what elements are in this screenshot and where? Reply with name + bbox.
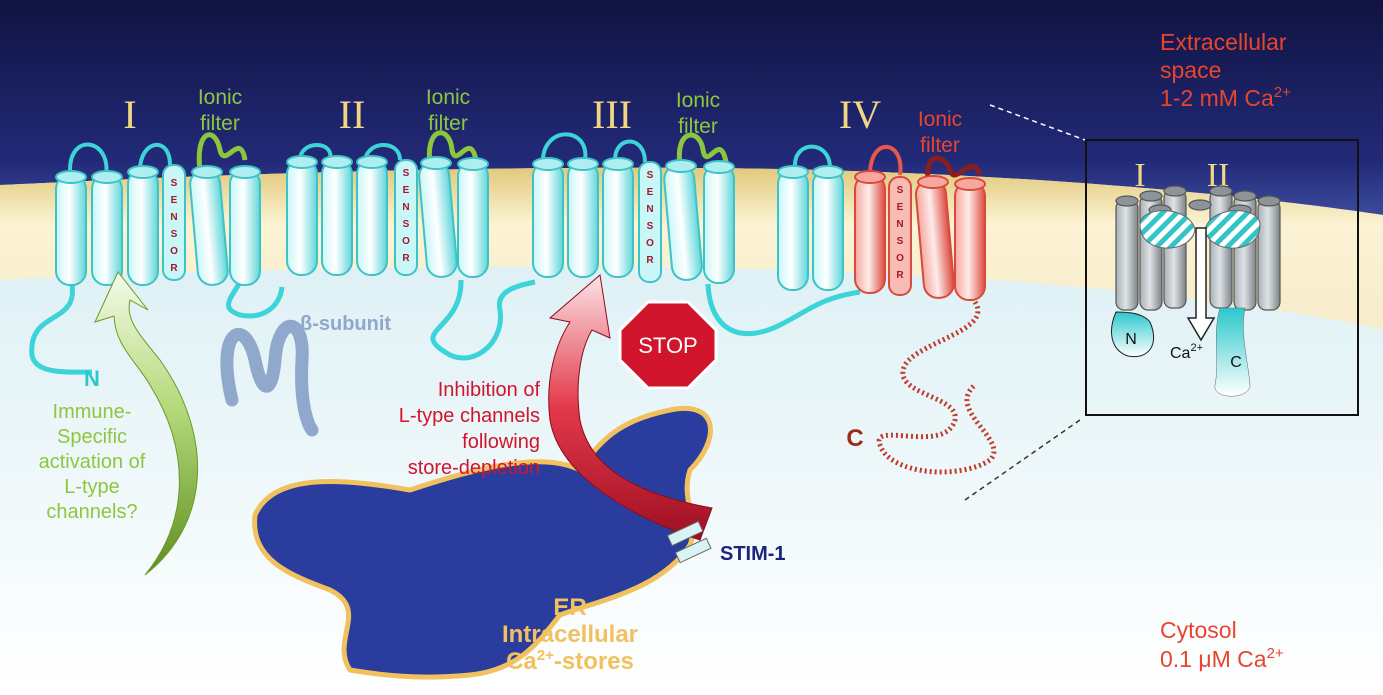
loop-iii-iv: [705, 283, 861, 336]
svg-text:Inhibition of: Inhibition of: [438, 379, 541, 401]
ionic-filter-loop-iv: [925, 155, 983, 181]
svg-text:Ca2+-stores: Ca2+-stores: [506, 647, 634, 675]
ionic-filter-label-iii-line2: filter: [678, 115, 718, 138]
er-text: ER Intracellular Ca2+-stores: [502, 594, 638, 675]
svg-text:channels?: channels?: [46, 501, 137, 523]
inset-calcium-label: Ca2+: [1170, 342, 1203, 362]
ionic-filter-label-i-line1: Ionic: [198, 86, 242, 109]
svg-text:ER: ER: [553, 594, 586, 621]
inset-numeral-i: I: [1134, 157, 1145, 194]
extracellular-concentration: 1-2 mM Ca2+: [1160, 84, 1291, 111]
ionic-filter-label-iv-line2: filter: [920, 134, 960, 157]
helices-domain-i: [55, 164, 261, 286]
ionic-filter-label-ii-line1: Ionic: [426, 86, 470, 109]
domain-numeral-ii: II: [339, 92, 366, 137]
beta-subunit-shape: [220, 320, 319, 437]
immune-text: Immune- Specific activation of L-type ch…: [39, 401, 146, 523]
stop-label: STOP: [638, 333, 698, 358]
immune-activation-arrow: [94, 271, 199, 576]
stim1-protein: [666, 520, 712, 564]
svg-text:L-type: L-type: [64, 476, 120, 498]
helices-domain-ii: [286, 155, 489, 278]
helices-domain-iv: [777, 165, 986, 301]
cytosol-concentration: 0.1 μM Ca2+: [1160, 645, 1284, 672]
n-terminus-label: N: [84, 366, 100, 391]
cytosol-label: Cytosol: [1160, 617, 1237, 643]
connector-line-top: [989, 104, 1086, 141]
svg-text:Immune-: Immune-: [53, 401, 132, 423]
inhibition-arrow: [548, 274, 713, 541]
domain-numeral-i: I: [123, 92, 136, 137]
ionic-filter-label-iv-line1: Ionic: [918, 108, 962, 131]
ionic-filter-loop-iii: [676, 132, 729, 166]
n-terminal-tail: [29, 284, 93, 375]
ionic-filter-label-ii-line2: filter: [428, 112, 468, 135]
extracellular-label-line2: space: [1160, 57, 1221, 83]
extracellular-label-line1: Extracellular: [1160, 29, 1287, 55]
svg-text:activation of: activation of: [39, 451, 146, 473]
domain-numeral-iv: IV: [839, 92, 881, 137]
helices-domain-iii: [532, 157, 735, 284]
c-terminus-label: C: [846, 425, 863, 452]
loop-ii-iii: [430, 279, 536, 361]
channel-inset: I II N C Ca2+: [1085, 139, 1359, 416]
svg-text:Intracellular: Intracellular: [502, 621, 638, 648]
beta-subunit-label: β-subunit: [300, 313, 391, 335]
svg-text:store-depletion: store-depletion: [408, 457, 540, 479]
inset-c-label: C: [1230, 354, 1242, 371]
inset-numeral-ii: II: [1207, 157, 1230, 194]
ionic-filter-label-i-line2: filter: [200, 112, 240, 135]
stim1-label: STIM-1: [720, 543, 786, 565]
svg-text:Specific: Specific: [57, 426, 127, 448]
extracellular-loop-iv-red: [868, 144, 903, 176]
svg-text:L-type channels: L-type channels: [399, 405, 540, 427]
inset-n-label: N: [1125, 331, 1137, 348]
ionic-filter-loop-ii: [426, 130, 479, 166]
stop-sign: [618, 300, 718, 390]
loop-i-ii: [226, 280, 285, 319]
ionic-filter-label-iii-line1: Ionic: [676, 89, 720, 112]
inhibition-text: Inhibition of L-type channels following …: [399, 379, 541, 479]
ionic-filter-loop-i: [196, 132, 248, 171]
svg-text:following: following: [462, 431, 540, 453]
domain-numeral-iii: III: [592, 92, 632, 137]
